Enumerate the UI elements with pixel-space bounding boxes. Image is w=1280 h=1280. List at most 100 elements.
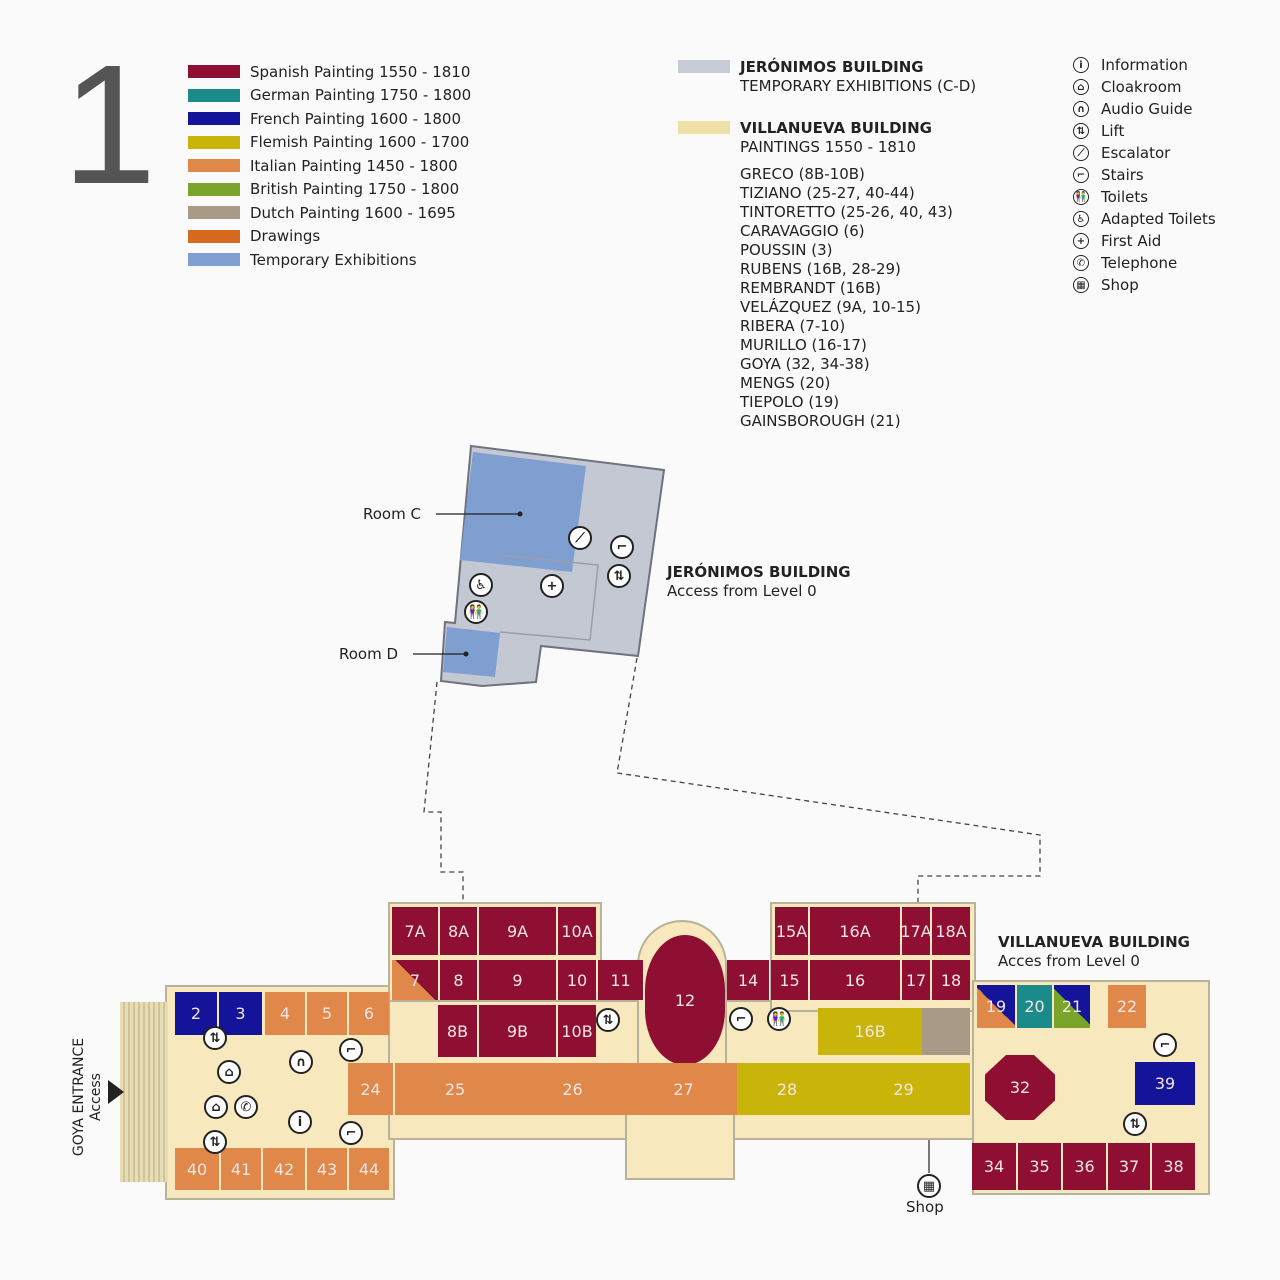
room-27[interactable]: 27: [630, 1063, 737, 1115]
service-item: ⌂Cloakroom: [1073, 76, 1216, 98]
room-35[interactable]: 35: [1018, 1143, 1061, 1190]
legend-item: Flemish Painting 1600 - 1700: [188, 131, 471, 155]
service-item: ▦Shop: [1073, 274, 1216, 296]
jeronimos-legend-subtitle: TEMPORARY EXHIBITIONS (C-D): [740, 77, 977, 95]
room-20[interactable]: 20: [1017, 985, 1052, 1028]
room-8[interactable]: 8: [440, 960, 477, 1000]
room-36[interactable]: 36: [1063, 1143, 1106, 1190]
stairs-icon: ⌐: [1153, 1033, 1177, 1057]
room-17a[interactable]: 17A: [900, 907, 932, 955]
room-6[interactable]: 6: [349, 992, 389, 1035]
room-5[interactable]: 5: [307, 992, 347, 1035]
room-16b[interactable]: 16B: [818, 1008, 922, 1055]
room-8b[interactable]: 8B: [438, 1005, 477, 1057]
telephone-icon: ✆: [1073, 255, 1089, 271]
service-item: ✆Telephone: [1073, 252, 1216, 274]
room-9b[interactable]: 9B: [479, 1005, 556, 1057]
shop-icon[interactable]: ▦: [917, 1174, 941, 1198]
room-7[interactable]: 7: [392, 960, 438, 1000]
artist-item: MURILLO (16-17): [740, 336, 867, 354]
room-10[interactable]: 10: [558, 960, 596, 1000]
room-25[interactable]: 25: [395, 1063, 515, 1115]
room-28[interactable]: 28: [737, 1063, 837, 1115]
room-26[interactable]: 26: [515, 1063, 630, 1115]
room-24[interactable]: 24: [348, 1063, 393, 1115]
legend-label: Flemish Painting 1600 - 1700: [250, 133, 470, 152]
room-21[interactable]: 21: [1054, 985, 1090, 1028]
service-label: Cloakroom: [1101, 78, 1182, 96]
room-c[interactable]: [460, 452, 586, 572]
legend-item: Temporary Exhibitions: [188, 248, 471, 272]
legend-swatch: [188, 135, 240, 149]
room-10a[interactable]: 10A: [558, 907, 596, 955]
escalator-icon: ⟋: [568, 526, 592, 550]
legend-swatch: [188, 182, 240, 196]
room-18[interactable]: 18: [932, 960, 970, 1000]
room-16a[interactable]: 16A: [810, 907, 900, 955]
toilets-icon: 👫: [767, 1007, 791, 1031]
legend-swatch: [188, 253, 240, 267]
artist-item: POUSSIN (3): [740, 241, 833, 259]
goya-entrance-title: GOYA ENTRANCE: [71, 1037, 87, 1157]
room-17[interactable]: 17: [902, 960, 930, 1000]
room-34[interactable]: 34: [972, 1143, 1016, 1190]
room-14[interactable]: 14: [727, 960, 769, 1000]
legend-label: Dutch Painting 1600 - 1695: [250, 203, 456, 222]
cloakroom-icon: ⌂: [217, 1060, 241, 1084]
villanueva-legend: VILLANUEVA BUILDING PAINTINGS 1550 - 181…: [678, 119, 953, 431]
artist-item: CARAVAGGIO (6): [740, 222, 865, 240]
room-29[interactable]: 29: [837, 1063, 970, 1115]
room-4[interactable]: 4: [265, 992, 305, 1035]
jeronimos-map-access: Access from Level 0: [667, 582, 817, 600]
villanueva-map-label: VILLANUEVA BUILDING Acces from Level 0: [998, 933, 1190, 971]
room-10b[interactable]: 10B: [558, 1005, 596, 1057]
room-38[interactable]: 38: [1152, 1143, 1195, 1190]
room-16[interactable]: 16: [810, 960, 900, 1000]
room-37[interactable]: 37: [1108, 1143, 1150, 1190]
jeronimos-map-title: JERÓNIMOS BUILDING: [667, 563, 851, 581]
adapted-toilets-icon: ♿: [469, 573, 493, 597]
audio-guide-icon: ∩: [1073, 101, 1089, 117]
room-7a[interactable]: 7A: [392, 907, 438, 955]
room-3[interactable]: 3: [219, 992, 262, 1035]
legend-swatch: [188, 88, 240, 102]
service-label: Lift: [1101, 122, 1125, 140]
room-40[interactable]: 40: [175, 1148, 219, 1190]
artist-item: RIBERA (7-10): [740, 317, 846, 335]
room-dutch[interactable]: [922, 1008, 970, 1055]
legend-item: Drawings: [188, 225, 471, 249]
artist-item: GOYA (32, 34-38): [740, 355, 870, 373]
room-43[interactable]: 43: [307, 1148, 347, 1190]
lift-icon: ⇅: [596, 1008, 620, 1032]
room-9a[interactable]: 9A: [479, 907, 556, 955]
villanueva-legend-title: VILLANUEVA BUILDING: [740, 119, 932, 137]
room-19[interactable]: 19: [977, 985, 1015, 1028]
room-44[interactable]: 44: [349, 1148, 389, 1190]
room-18a[interactable]: 18A: [932, 907, 970, 955]
room-15[interactable]: 15: [771, 960, 808, 1000]
room-32[interactable]: 32: [985, 1055, 1055, 1120]
room-41[interactable]: 41: [221, 1148, 261, 1190]
goya-entrance-access: Access: [88, 1073, 104, 1121]
shop-label: Shop: [906, 1198, 944, 1216]
audio-guide-icon: ∩: [289, 1050, 313, 1074]
room-11[interactable]: 11: [598, 960, 643, 1000]
room-12[interactable]: 12: [645, 935, 725, 1065]
room-22[interactable]: 22: [1108, 985, 1146, 1028]
shop-icon: ▦: [1073, 277, 1089, 293]
stairs-icon: ⌐: [729, 1007, 753, 1031]
legend-item: French Painting 1600 - 1800: [188, 107, 471, 131]
room-42[interactable]: 42: [263, 1148, 305, 1190]
legend-label: Italian Painting 1450 - 1800: [250, 156, 458, 175]
room-d[interactable]: [443, 627, 500, 677]
room-15a[interactable]: 15A: [775, 907, 808, 955]
service-item: +First Aid: [1073, 230, 1216, 252]
legend-swatch: [188, 229, 240, 243]
room-39[interactable]: 39: [1135, 1062, 1195, 1105]
room-8a[interactable]: 8A: [440, 907, 477, 955]
room-9[interactable]: 9: [479, 960, 556, 1000]
escalator-icon: ⟋: [1073, 145, 1089, 161]
